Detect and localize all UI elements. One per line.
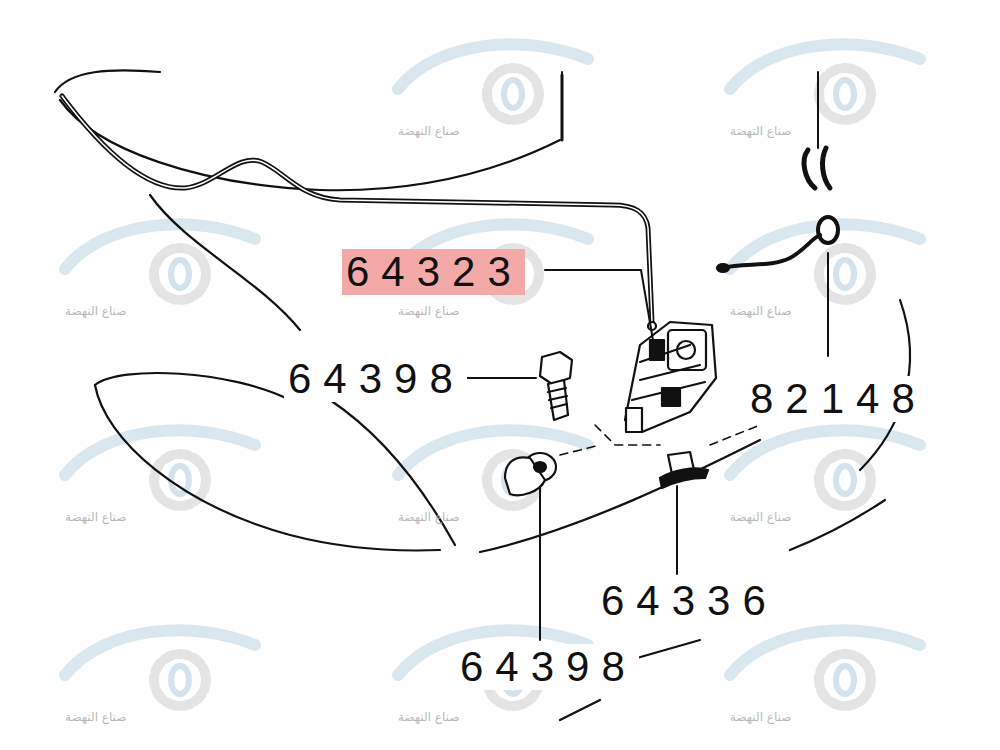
- watermark: صناع النهضة: [730, 304, 791, 318]
- watermark: صناع النهضة: [730, 510, 791, 524]
- callout-number: 64398: [284, 356, 467, 402]
- callout-number: 82148: [746, 376, 929, 422]
- callout-number: 64398: [456, 644, 639, 690]
- watermark: صناع النهضة: [730, 710, 791, 724]
- watermark: صناع النهضة: [65, 304, 126, 318]
- watermark: صناع النهضة: [65, 510, 126, 524]
- callout-number: 64336: [597, 578, 780, 624]
- watermark: صناع النهضة: [398, 510, 459, 524]
- watermark: صناع النهضة: [398, 124, 459, 138]
- callout-number: 64323: [342, 249, 525, 295]
- watermark: صناع النهضة: [65, 710, 126, 724]
- watermark: صناع النهضة: [398, 710, 459, 724]
- watermark: صناع النهضة: [730, 124, 791, 138]
- watermark: صناع النهضة: [398, 304, 459, 318]
